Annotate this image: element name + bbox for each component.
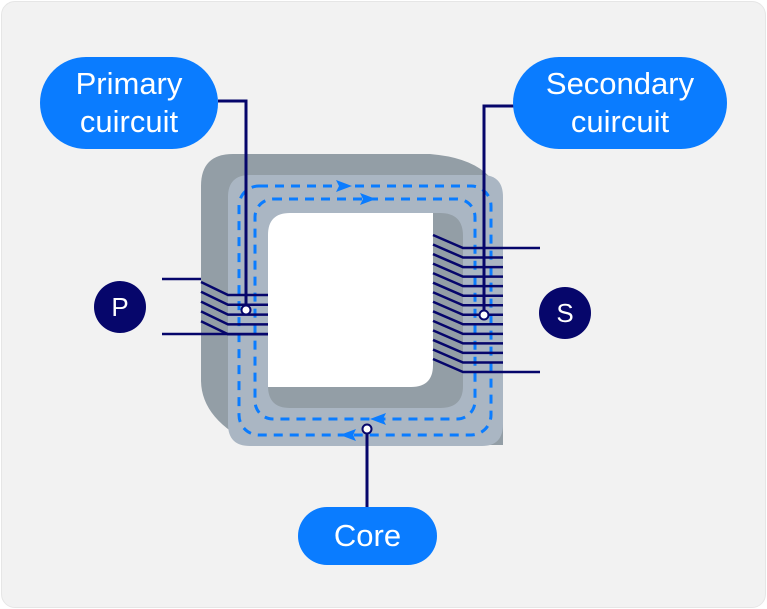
winding-turn xyxy=(432,252,503,269)
primary-winding xyxy=(162,277,268,336)
flux-arrow-icon xyxy=(336,180,352,192)
winding-turn xyxy=(200,290,268,307)
winding-turn xyxy=(432,281,503,297)
winding-turn xyxy=(432,310,503,326)
winding-turn xyxy=(200,300,268,316)
flux-arrow-icon xyxy=(360,193,376,205)
winding-turn xyxy=(200,280,268,297)
winding-turn xyxy=(432,300,503,317)
winding-turn xyxy=(432,262,503,278)
winding-turn xyxy=(200,310,268,326)
winding-turn xyxy=(432,319,503,336)
core-label: Core xyxy=(298,507,437,565)
winding-turn xyxy=(432,243,503,259)
secondary-s-badge: S xyxy=(539,287,591,339)
winding-turn xyxy=(432,233,503,250)
winding-turn xyxy=(432,272,503,288)
label-line: Primary xyxy=(75,66,183,101)
winding-turn xyxy=(432,338,503,355)
flux-path-inner xyxy=(253,197,477,421)
label-line: cuircuit xyxy=(570,104,670,139)
secondary-winding xyxy=(432,233,540,374)
label-line: cuircuit xyxy=(79,104,179,139)
winding-turn xyxy=(432,357,503,374)
secondary-marker-dot xyxy=(478,309,490,321)
core-window xyxy=(268,213,433,387)
callout-lines xyxy=(218,99,514,508)
primary-p-badge: P xyxy=(94,281,146,333)
flux-arrow-icon xyxy=(370,413,386,425)
flux-arrow-icon xyxy=(340,429,356,441)
winding-turn xyxy=(432,348,503,364)
winding-turn xyxy=(432,329,503,345)
label-line: Secondary xyxy=(545,66,695,101)
core-marker-dot xyxy=(361,423,373,435)
primary-marker-dot xyxy=(240,304,252,316)
winding-turn xyxy=(432,291,503,307)
